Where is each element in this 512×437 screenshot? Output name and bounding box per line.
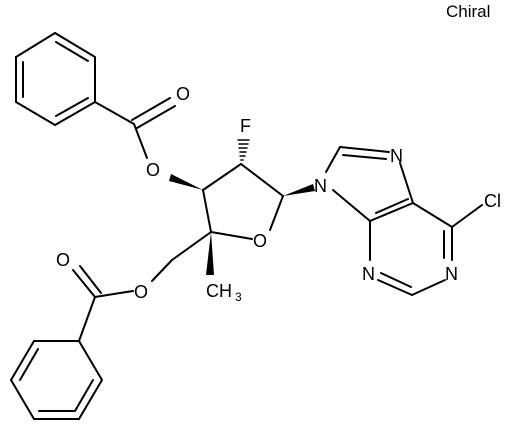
atom-n9: N	[314, 176, 327, 196]
atom-chlorine: Cl	[484, 191, 501, 211]
atom-o-top-link: O	[146, 160, 160, 180]
atom-n7: N	[390, 146, 403, 166]
atom-o-bottom-carbonyl: O	[56, 250, 70, 270]
atom-n1: N	[445, 264, 458, 284]
methyl-label: CH 3	[206, 281, 242, 304]
atom-methyl-sub: 3	[235, 290, 242, 304]
bottom-ester-bonds	[72, 259, 173, 342]
atom-o-ring: O	[253, 231, 267, 251]
sugar-ring	[169, 139, 315, 275]
top-ester-bonds	[94, 97, 176, 159]
atom-o-bottom-link: O	[134, 282, 148, 302]
bottom-benzene-ring	[10, 340, 103, 420]
top-benzene-ring	[15, 32, 96, 126]
purine-bonds	[325, 146, 483, 296]
atom-n3: N	[362, 264, 375, 284]
wedge-c3-o	[169, 174, 203, 190]
wedge-c1-n9	[283, 184, 315, 196]
chiral-label: Chiral	[446, 2, 490, 21]
atom-methyl-c: CH	[206, 281, 232, 301]
wedge-c4-methyl	[206, 232, 214, 275]
hash-c2-f	[237, 139, 250, 161]
atom-fluorine: F	[240, 116, 251, 136]
atom-o-top-carbonyl: O	[176, 84, 190, 104]
